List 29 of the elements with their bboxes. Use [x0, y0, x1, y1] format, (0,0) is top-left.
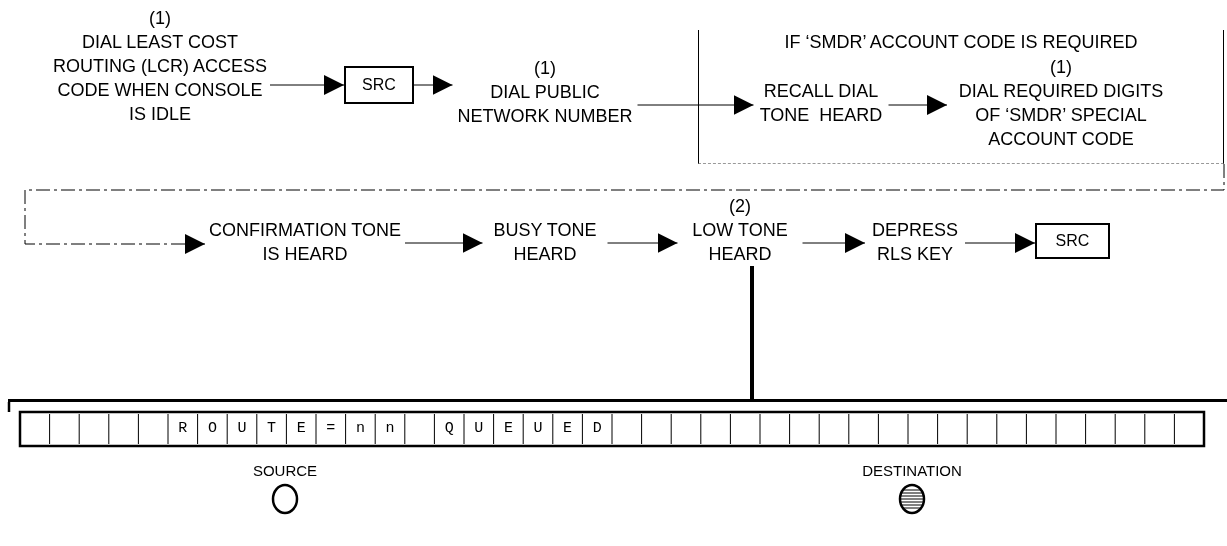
- arrow: [24, 163, 1225, 254]
- condition-bracket: [698, 30, 1224, 164]
- arrow: [413, 75, 453, 95]
- arrow: [802, 233, 866, 253]
- step-text: CONFIRMATION TONE IS HEARD: [208, 219, 402, 266]
- key-box: SRC: [344, 66, 414, 104]
- step-text: DIAL PUBLIC NETWORK NUMBER: [456, 81, 634, 128]
- arrow: [964, 233, 1036, 253]
- arrow: [888, 95, 948, 115]
- arrow: [607, 233, 678, 253]
- connector-line: [750, 266, 754, 399]
- step-text: DIAL REQUIRED DIGITS OF ‘SMDR’ SPECIAL ACCOUNT CODE: [957, 80, 1165, 151]
- step-text: DIAL LEAST COST ROUTING (LCR) ACCESS CODE WHEN CONSOLE IS IDLE: [52, 31, 268, 126]
- note-marker: (2): [729, 195, 751, 218]
- step-text: DEPRESS RLS KEY: [871, 219, 959, 266]
- arrow: [637, 95, 754, 115]
- note-marker: (1): [1050, 56, 1072, 79]
- condition-heading: IF ‘SMDR’ ACCOUNT CODE IS REQUIRED: [784, 31, 1138, 54]
- lamp-label: DESTINATION: [861, 462, 963, 480]
- display-panel: [8, 399, 1227, 449]
- note-marker: (1): [149, 7, 171, 30]
- note-marker: (1): [534, 57, 556, 80]
- step-text: BUSY TONE HEARD: [492, 219, 598, 266]
- arrow: [404, 233, 483, 253]
- lamp-label: SOURCE: [251, 462, 319, 480]
- step-text: LOW TONE HEARD: [691, 219, 789, 266]
- arrow: [269, 75, 345, 95]
- step-text: RECALL DIAL TONE HEARD: [758, 80, 884, 127]
- key-box: SRC: [1035, 223, 1110, 259]
